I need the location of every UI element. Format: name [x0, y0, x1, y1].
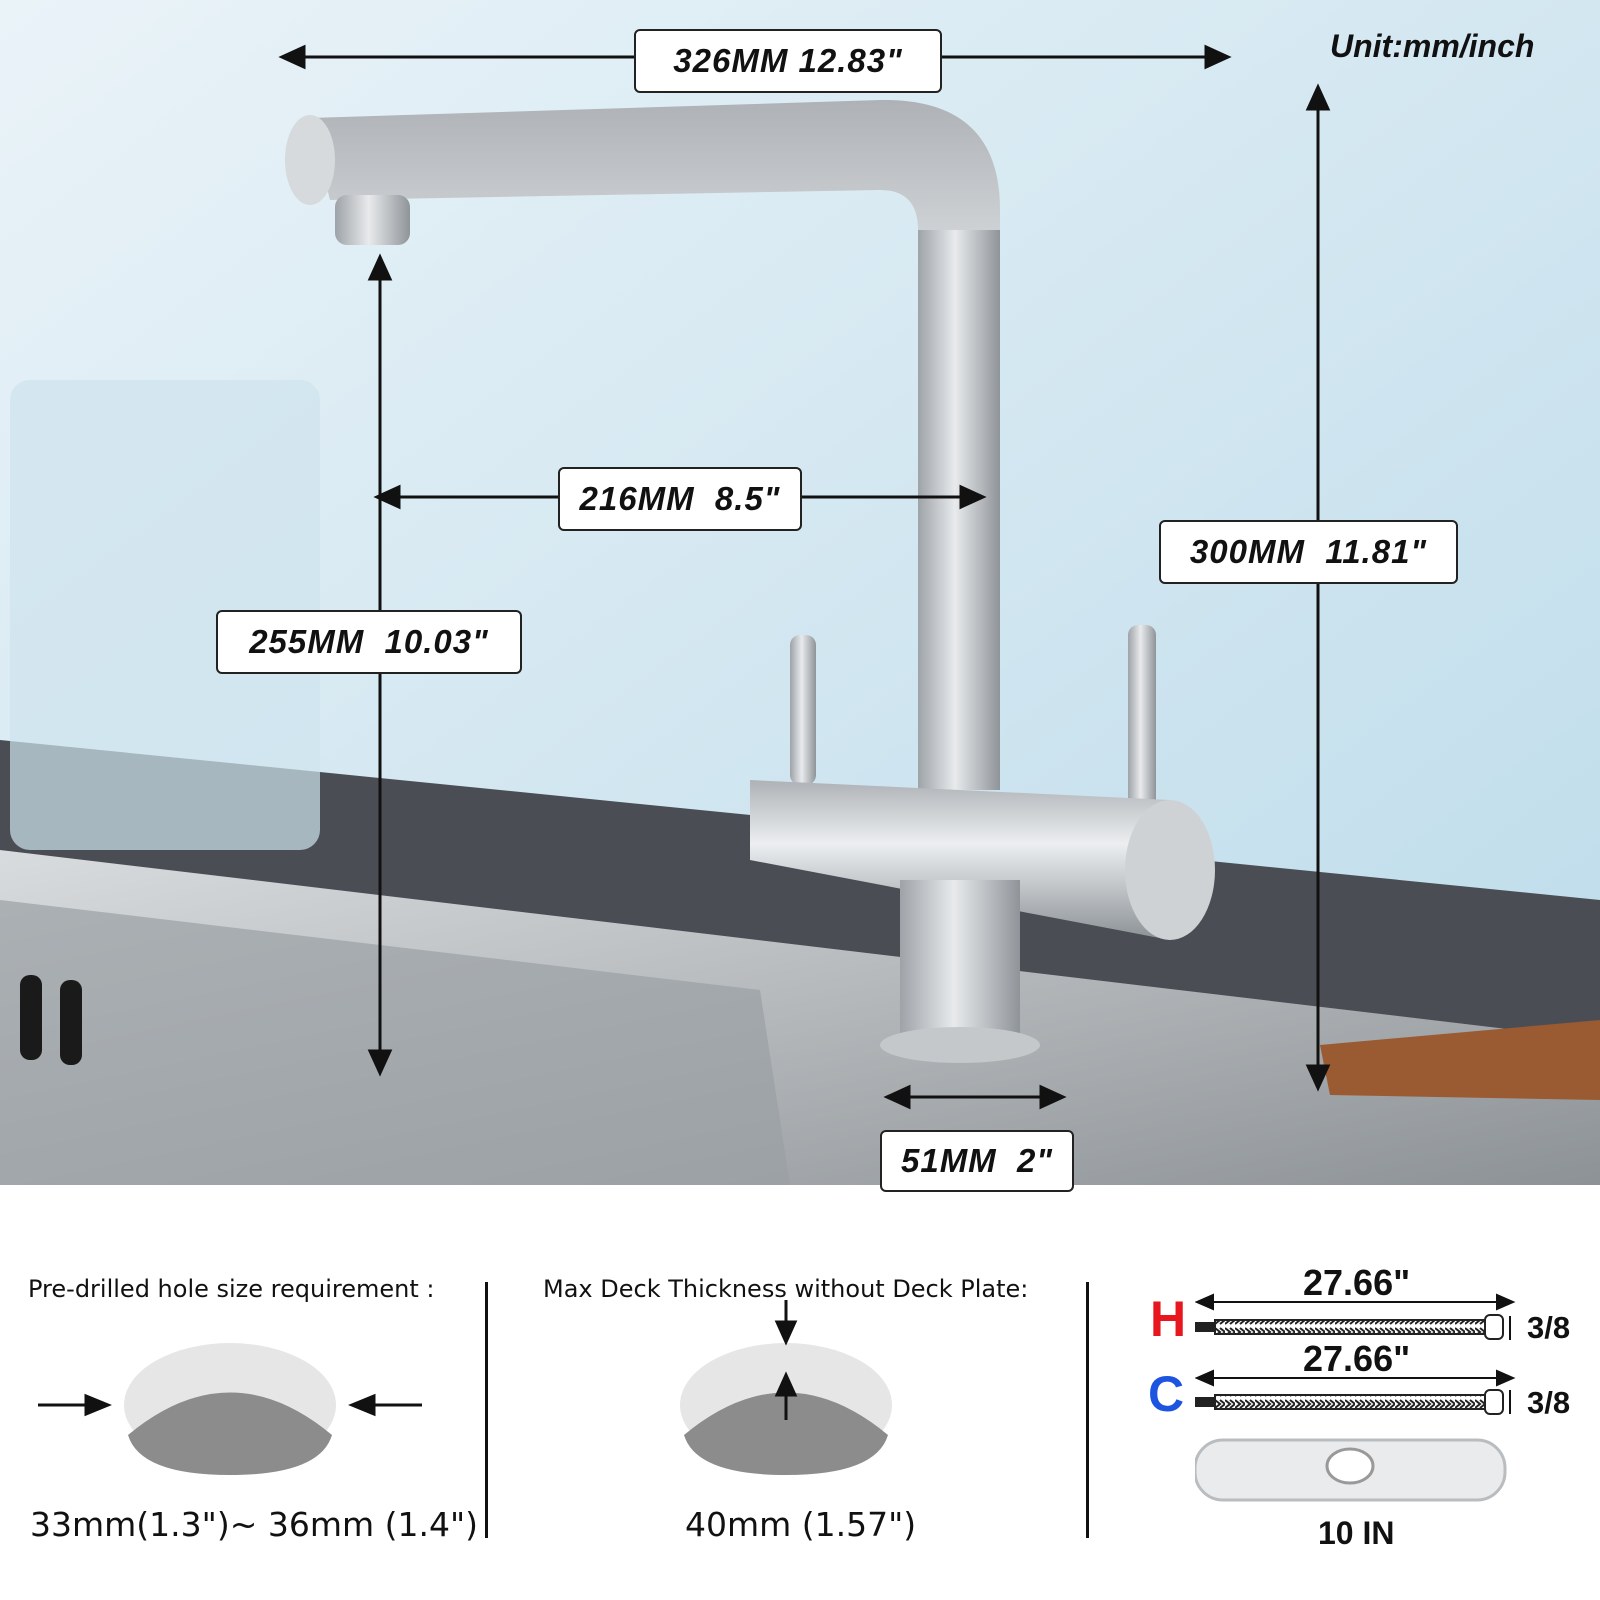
hot-hose-size: 3/8	[1527, 1310, 1571, 1345]
deck-plate-image	[1195, 1438, 1507, 1502]
base-diameter-label: 51MM 2"	[880, 1130, 1074, 1192]
glass-image	[10, 380, 320, 850]
spout-height-label: 255MM 10.03"	[216, 610, 522, 674]
hot-hose-length: 27.66"	[1303, 1262, 1411, 1303]
cold-hose-size: 3/8	[1527, 1385, 1571, 1420]
hot-label: H	[1150, 1291, 1187, 1347]
hoses-diagram	[1195, 1293, 1516, 1502]
deck-thickness-value: 40mm (1.57")	[685, 1505, 917, 1544]
deck-diagram	[680, 1300, 892, 1475]
overall-length-label: 326MM 12.83"	[634, 29, 942, 93]
hole-size-value: 33mm(1.3")~ 36mm (1.4")	[30, 1505, 479, 1544]
hole-requirement-title: Pre-drilled hole size requirement :	[28, 1275, 435, 1303]
divider	[485, 1282, 488, 1538]
divider	[1086, 1282, 1089, 1538]
cold-hose-length: 27.66"	[1303, 1338, 1411, 1379]
faucet-product-photo	[0, 0, 1600, 1185]
overall-height-label: 300MM 11.81"	[1159, 520, 1458, 584]
deck-plate-size: 10 IN	[1318, 1515, 1395, 1551]
cold-label: C	[1148, 1366, 1185, 1422]
hole-diagram	[38, 1343, 422, 1475]
deck-thickness-title: Max Deck Thickness without Deck Plate:	[543, 1275, 1029, 1303]
unit-label: Unit:mm/inch	[1330, 28, 1535, 64]
spout-reach-label: 216MM 8.5"	[558, 467, 802, 531]
